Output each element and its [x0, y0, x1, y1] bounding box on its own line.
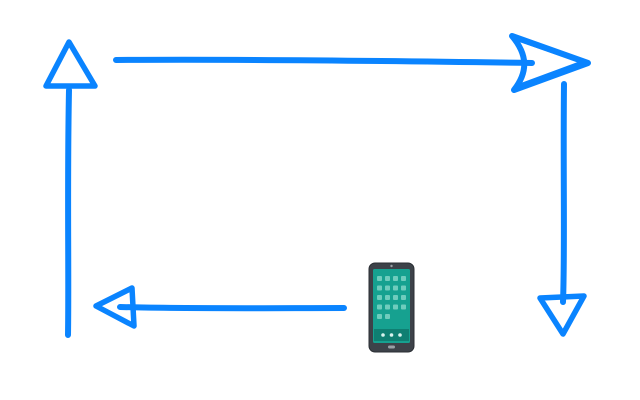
arrow-up-left-head	[43, 39, 98, 89]
arrow-right-top	[113, 33, 591, 93]
arrow-up-left	[43, 39, 98, 338]
app-tile	[377, 276, 382, 281]
app-tile	[385, 314, 390, 319]
dock-dot	[398, 333, 402, 337]
app-tile	[401, 285, 406, 291]
arrow-right-top-shaft	[113, 56, 535, 66]
dock-dots	[381, 333, 402, 337]
arrow-up-left-shaft	[65, 87, 72, 338]
app-tile	[385, 276, 390, 281]
app-tile	[377, 295, 382, 300]
arrow-down-right	[537, 81, 587, 337]
arrow-right-top-head-sketch	[515, 38, 584, 88]
app-tile	[401, 304, 406, 310]
app-tile	[401, 276, 406, 281]
arrow-down-right-shaft	[560, 81, 567, 305]
app-tile	[385, 304, 390, 310]
phone-camera	[390, 264, 393, 268]
app-tile	[393, 285, 398, 291]
app-tile	[385, 285, 390, 291]
arrow-left-bottom-head	[93, 285, 137, 329]
dock-dot	[389, 333, 394, 337]
arrow-right-top-head	[509, 33, 591, 93]
phone-home-button	[388, 345, 395, 349]
app-tile	[393, 276, 398, 281]
app-tile	[401, 295, 406, 300]
app-icon-grid	[377, 276, 406, 319]
app-tile	[377, 304, 382, 310]
app-tile	[377, 314, 382, 319]
smartphone-icon	[368, 262, 415, 353]
app-tile	[377, 285, 382, 291]
dock-dot	[381, 333, 385, 337]
arrow-left-bottom-shaft	[117, 304, 347, 312]
app-tile	[393, 304, 398, 310]
arrow-left-bottom	[93, 285, 347, 329]
arrow-down-right-head	[537, 293, 587, 337]
app-tile	[385, 295, 390, 300]
app-tile	[393, 295, 398, 300]
phone-screen	[373, 269, 410, 343]
